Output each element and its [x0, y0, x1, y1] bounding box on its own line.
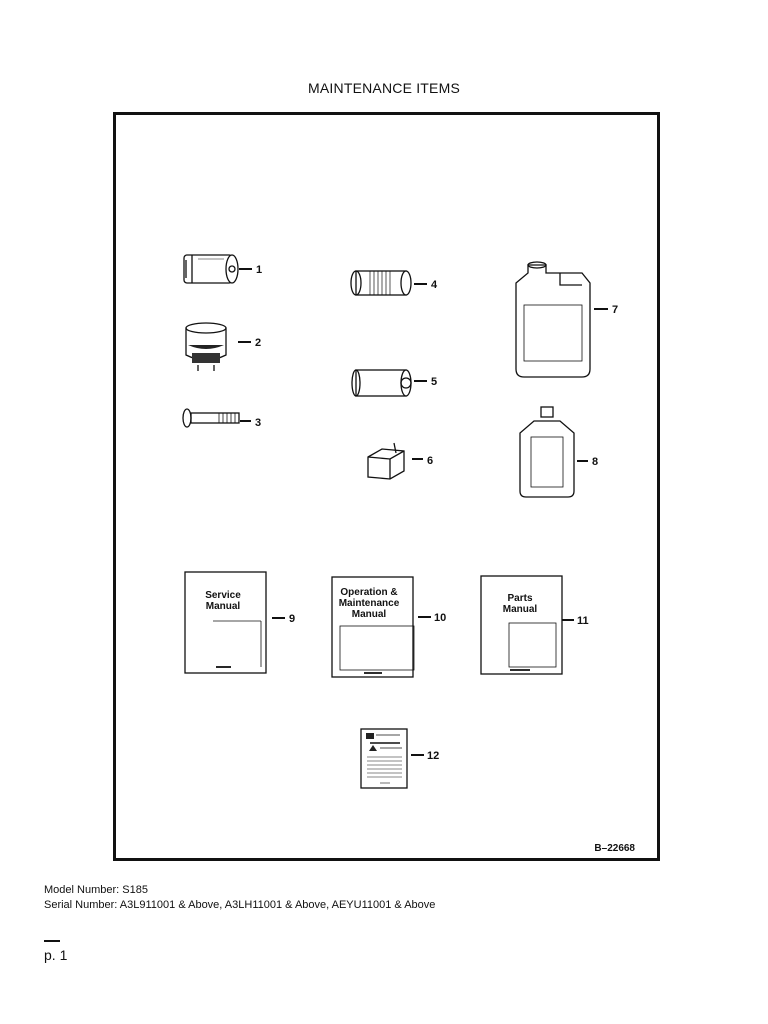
cartridge-illustration [367, 442, 405, 480]
air-filter-inner-illustration [351, 369, 412, 397]
item-label-6: 6 [427, 455, 433, 467]
maintenance-items-figure: Service Manual Operation & Maintenance M… [113, 112, 660, 861]
fuel-filter-illustration [185, 322, 227, 371]
item-label-3: 3 [255, 417, 261, 429]
model-number: Model Number: S185 [44, 884, 148, 896]
operation-manual-title-line-2: Maintenance [339, 598, 400, 609]
item-label-11: 11 [577, 615, 589, 627]
oil-bottle-illustration [519, 406, 575, 498]
item-label-4: 4 [431, 279, 438, 291]
item-label-8: 8 [592, 456, 598, 468]
page-title: MAINTENANCE ITEMS [308, 80, 460, 96]
item-label-12: 12 [427, 750, 439, 762]
fluid-jug-illustration [515, 261, 591, 378]
decal-illustration [360, 728, 408, 789]
item-label-2: 2 [255, 337, 261, 349]
page-number: p. 1 [44, 947, 68, 963]
parts-manual-title-line-2: Manual [503, 604, 538, 615]
parts-manual-illustration [480, 575, 563, 675]
service-manual-title-line-2: Manual [206, 601, 241, 612]
model-info: Model Number: S185 Serial Number: A3L911… [44, 883, 435, 913]
parts-manual-title-line-1: Parts [507, 593, 532, 604]
figure-reference-id: B–22668 [594, 843, 635, 854]
item-label-5: 5 [431, 376, 437, 388]
parts-illustration: Service Manual Operation & Maintenance M… [182, 254, 618, 789]
air-filter-outer-illustration [350, 270, 412, 296]
operation-manual-illustration [331, 576, 415, 678]
page-number-rule [44, 940, 60, 942]
service-manual-title-line-1: Service [205, 590, 241, 601]
operation-manual-title-line-3: Manual [352, 609, 387, 620]
serial-number: Serial Number: A3L911001 & Above, A3LH11… [44, 899, 436, 911]
item-label-9: 9 [289, 613, 295, 625]
service-manual-illustration [184, 571, 267, 674]
item-label-10: 10 [434, 612, 446, 624]
pin-illustration [182, 408, 240, 428]
item-label-1: 1 [256, 264, 262, 276]
item-label-7: 7 [612, 304, 618, 316]
oil-filter-illustration [183, 254, 239, 284]
operation-manual-title-line-1: Operation & [340, 587, 397, 598]
